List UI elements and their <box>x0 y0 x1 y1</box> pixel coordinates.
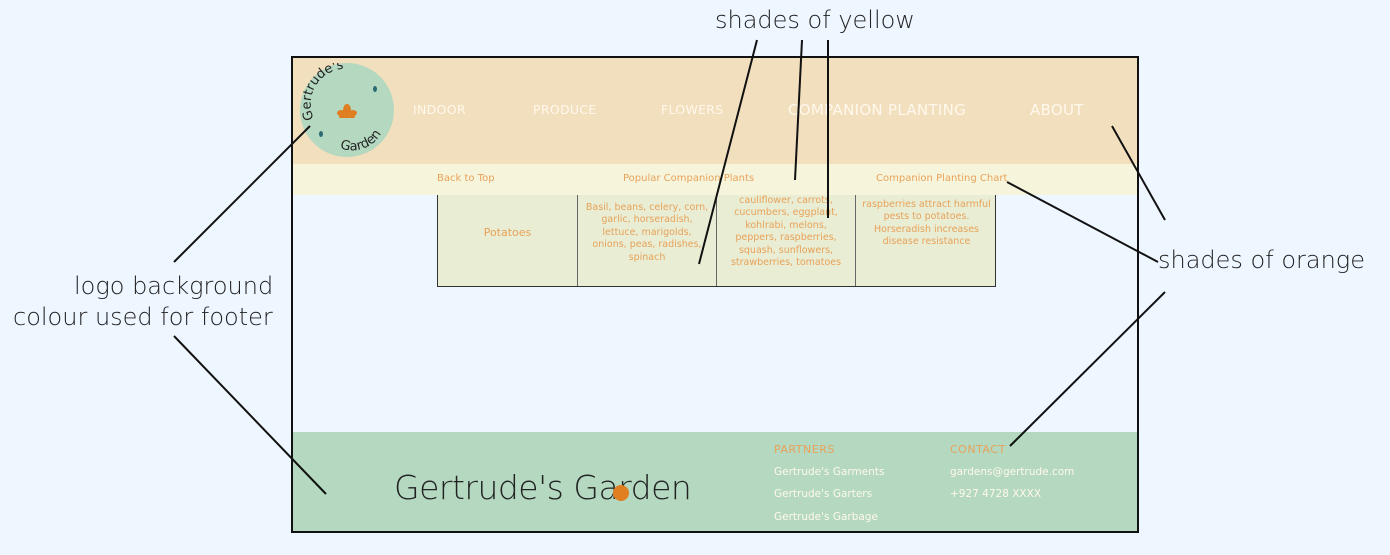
footer-brand: Gertrude's Garden <box>394 468 692 507</box>
flower-icon <box>337 104 357 118</box>
site-header: Gertrude's Garden INDOOR PRODUCE FLOWERS… <box>293 58 1137 164</box>
logo-text-bottom: Garden <box>339 127 385 155</box>
annotation-logo-background: logo background <box>74 272 274 300</box>
partners-heading: PARTNERS <box>774 443 835 456</box>
logo[interactable]: Gertrude's Garden <box>300 63 394 157</box>
partner-link[interactable]: Gertrude's Garments <box>774 466 885 478</box>
subnav-popular-companion-plants[interactable]: Popular Companion Plants <box>623 173 755 184</box>
nav-produce[interactable]: PRODUCE <box>533 102 597 117</box>
annotation-footer-colour: colour used for footer <box>13 303 273 331</box>
subnav-companion-planting-chart[interactable]: Companion Planting Chart <box>876 173 1008 184</box>
partner-link[interactable]: Gertrude's Garbage <box>774 511 878 523</box>
orange-dot-icon <box>613 485 629 501</box>
annotation-shades-of-orange: shades of orange <box>1158 246 1365 274</box>
nav-flowers[interactable]: FLOWERS <box>661 102 724 117</box>
partner-link[interactable]: Gertrude's Garters <box>774 488 873 500</box>
nav-about[interactable]: ABOUT <box>1030 101 1084 119</box>
contact-heading: CONTACT <box>950 443 1006 456</box>
table-cell-avoid: brussel sprouts, cabbage, cauliflower, c… <box>717 180 856 286</box>
site-footer: Gertrude's Garden PARTNERS Gertrude's Ga… <box>293 432 1137 531</box>
sub-navigation: Back to Top Popular Companion Plants Com… <box>293 164 1137 195</box>
callout-line-logo <box>173 125 311 263</box>
subnav-back-to-top[interactable]: Back to Top <box>437 173 495 184</box>
nav-indoor[interactable]: INDOOR <box>413 102 466 117</box>
leaf-icon <box>319 131 323 137</box>
annotation-shades-of-yellow: shades of yellow <box>715 6 915 34</box>
nav-companion-planting[interactable]: COMPANION PLANTING <box>788 101 967 119</box>
table-cell-notes: Cucumbers, tomatoes and raspberries attr… <box>862 186 991 247</box>
logo-emblem: Gertrude's Garden <box>300 63 385 155</box>
companion-planting-table-row: Potatoes Basil, beans, celery, corn, gar… <box>437 180 996 287</box>
contact-phone[interactable]: +927 4728 XXXX <box>950 488 1042 500</box>
leaf-icon <box>373 86 377 92</box>
website-mockup: Gertrude's Garden INDOOR PRODUCE FLOWERS… <box>291 56 1139 533</box>
contact-email[interactable]: gardens@gertrude.com <box>950 466 1075 478</box>
table-cell-plant: Potatoes <box>438 180 578 286</box>
table-cell-companions: Basil, beans, celery, corn, garlic, hors… <box>578 180 717 286</box>
